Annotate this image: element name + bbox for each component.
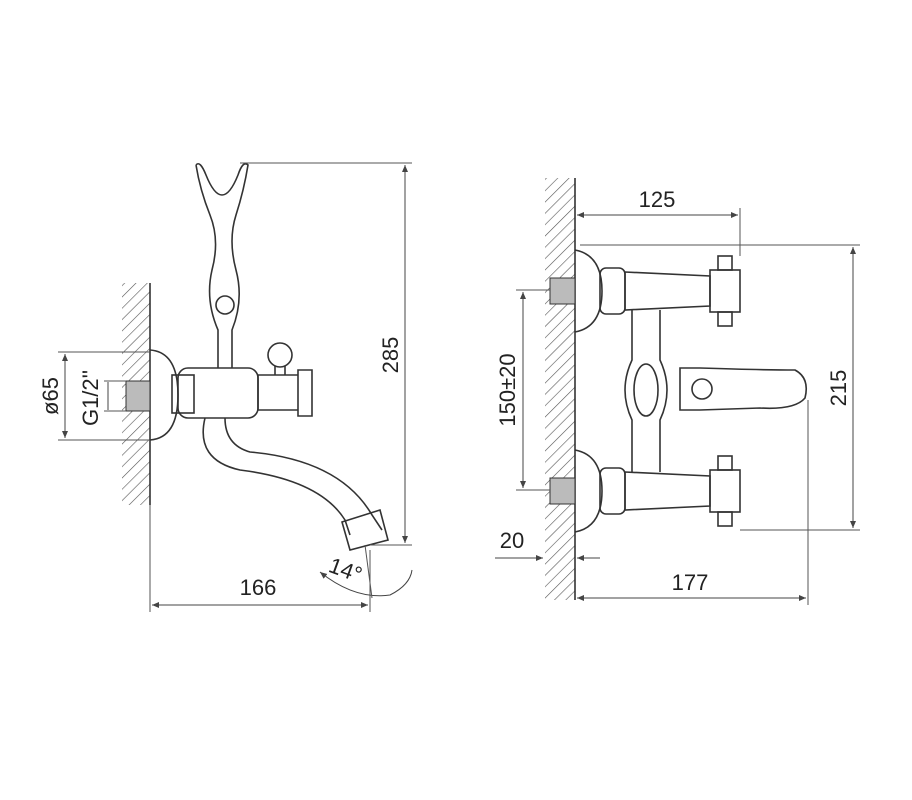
side-view: 285 166 14° ø65 G1/2'': [38, 162, 413, 612]
thread-connector: [125, 380, 151, 412]
depth-dimension: 177: [672, 570, 709, 595]
upper-valve: [599, 267, 626, 315]
height-dimension: 285: [378, 337, 403, 374]
spout: [679, 367, 808, 411]
angle-arc: [319, 569, 413, 597]
central-column: [624, 310, 668, 472]
shower-holder: [195, 162, 249, 368]
projection-dimension: 166: [240, 575, 277, 600]
centers-dimension: 150±20: [495, 353, 520, 426]
angle-dimension: 14°: [326, 553, 366, 588]
height-dimension: 215: [826, 370, 851, 407]
handle: [257, 369, 313, 417]
spout: [202, 417, 383, 536]
lower-valve: [599, 467, 626, 515]
diameter-dimension: ø65: [38, 377, 63, 415]
escutcheon: [149, 349, 179, 441]
front-view: 125 215 150±20 20 177: [495, 178, 860, 605]
wall-offset-dimension: 20: [500, 528, 524, 553]
handle-span-dimension: 125: [639, 187, 676, 212]
thread-dimension: G1/2'': [78, 370, 103, 426]
wall-hatch: [545, 178, 575, 600]
